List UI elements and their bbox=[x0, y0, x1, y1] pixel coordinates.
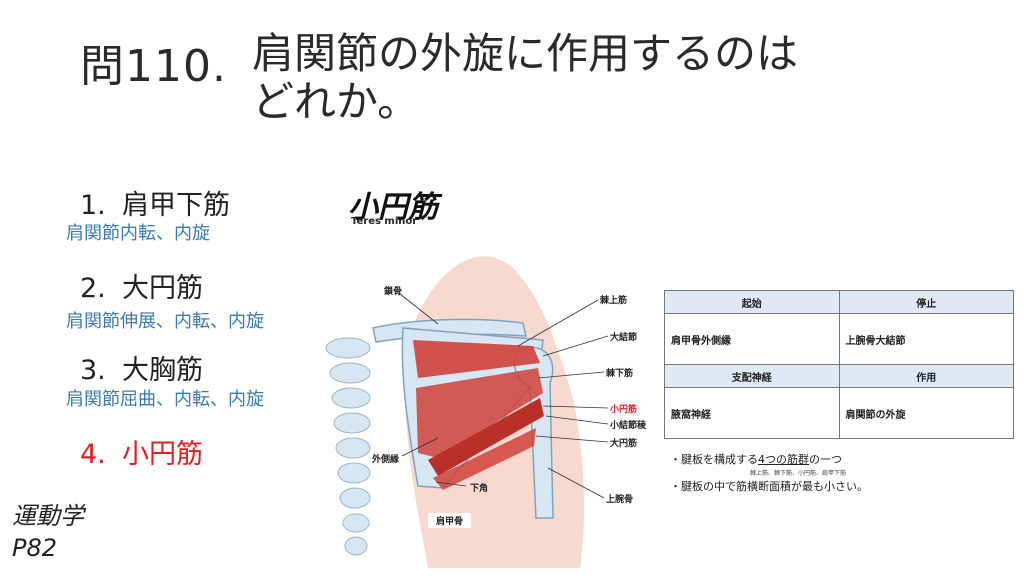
label-greater-tubercle: 大結節 bbox=[610, 333, 638, 343]
spine-illustration bbox=[325, 337, 371, 556]
insertion-value: 上腕骨大結節 bbox=[838, 313, 1014, 365]
note-line1-suffix: の一つ bbox=[809, 453, 842, 466]
option-2-note: 肩関節伸展、内転、内旋 bbox=[66, 311, 264, 332]
label-lesser-tubercle-crest: 小結節稜 bbox=[610, 421, 647, 431]
question-text-line1: 肩関節の外旋に作用するのは bbox=[252, 29, 799, 78]
option-2-label: 大円筋 bbox=[122, 273, 203, 304]
note-line1: ・腱板を構成する4つの筋群の一つ bbox=[670, 451, 842, 467]
note-line1-underline1: 4つの bbox=[758, 453, 787, 466]
label-clavicle: 鎖骨 bbox=[384, 287, 403, 297]
supraspinatus-muscle bbox=[413, 340, 540, 378]
origin-value: 肩甲骨外側縁 bbox=[664, 313, 840, 365]
figure-subtitle: Teres minor bbox=[351, 216, 418, 227]
option-3-note: 肩関節屈曲、内転、内旋 bbox=[66, 389, 264, 410]
figure-title: 小円筋 bbox=[348, 190, 438, 225]
action-value: 肩関節の外旋 bbox=[838, 387, 1014, 439]
infraspinatus-muscle bbox=[416, 368, 543, 458]
option-4-number: 4. bbox=[80, 439, 106, 470]
option-1[interactable]: 1. 肩甲下筋 bbox=[80, 183, 230, 222]
question-number: 問110. bbox=[80, 41, 227, 92]
teres-major-muscle bbox=[433, 428, 536, 490]
note-line1-prefix: ・腱板を構成する bbox=[670, 453, 758, 466]
option-1-note: 肩関節内転、内旋 bbox=[66, 223, 210, 244]
question-text-line2: どれか。 bbox=[252, 77, 420, 126]
option-2[interactable]: 2. 大円筋 bbox=[80, 266, 203, 305]
reference-subject: 運動学 bbox=[12, 502, 84, 530]
insertion-header: 停止 bbox=[838, 290, 1014, 314]
note-line1-underline2: 筋群 bbox=[787, 453, 809, 466]
shoulder-anatomy-illustration bbox=[325, 256, 609, 568]
label-lateral-border: 外側縁 bbox=[372, 455, 400, 465]
option-2-number: 2. bbox=[80, 273, 106, 304]
option-3[interactable]: 3. 大胸筋 bbox=[80, 348, 203, 387]
nerve-value: 腋窩神経 bbox=[664, 387, 840, 439]
origin-header: 起始 bbox=[664, 290, 840, 314]
option-3-label: 大胸筋 bbox=[122, 355, 203, 386]
question-text: 肩関節の外旋に作用するのは どれか。 bbox=[252, 30, 892, 126]
label-inferior-angle: 下角 bbox=[470, 484, 489, 494]
label-scapula: 肩甲骨 bbox=[428, 513, 472, 528]
label-teres-minor: 小円筋 bbox=[610, 405, 638, 415]
label-humerus: 上腕骨 bbox=[606, 495, 634, 505]
option-1-number: 1. bbox=[80, 190, 106, 221]
option-1-label: 肩甲下筋 bbox=[122, 190, 230, 221]
label-leader-lines bbox=[399, 293, 609, 499]
option-3-number: 3. bbox=[80, 355, 106, 386]
option-4[interactable]: 4. 小円筋 bbox=[80, 432, 203, 471]
reference-page: P82 bbox=[12, 534, 58, 562]
label-infraspinatus: 棘下筋 bbox=[606, 369, 634, 379]
option-4-label: 小円筋 bbox=[122, 439, 203, 470]
action-header: 作用 bbox=[838, 364, 1014, 388]
note-line1-muscle-list: 棘上筋、棘下筋、小円筋、肩甲下筋 bbox=[750, 470, 847, 477]
teres-minor-muscle bbox=[428, 398, 544, 476]
reference: 運動学 P82 bbox=[12, 500, 84, 564]
note-line2: ・腱板の中で筋横断面積が最も小さい。 bbox=[670, 480, 868, 493]
muscle-info-table: 起始 停止 肩甲骨外側縁 上腕骨大結節 支配神経 作用 腋窩神経 肩関節の外旋 bbox=[664, 290, 1014, 439]
label-supraspinatus: 棘上筋 bbox=[600, 296, 628, 306]
nerve-header: 支配神経 bbox=[664, 364, 840, 388]
label-teres-major: 大円筋 bbox=[610, 439, 638, 449]
